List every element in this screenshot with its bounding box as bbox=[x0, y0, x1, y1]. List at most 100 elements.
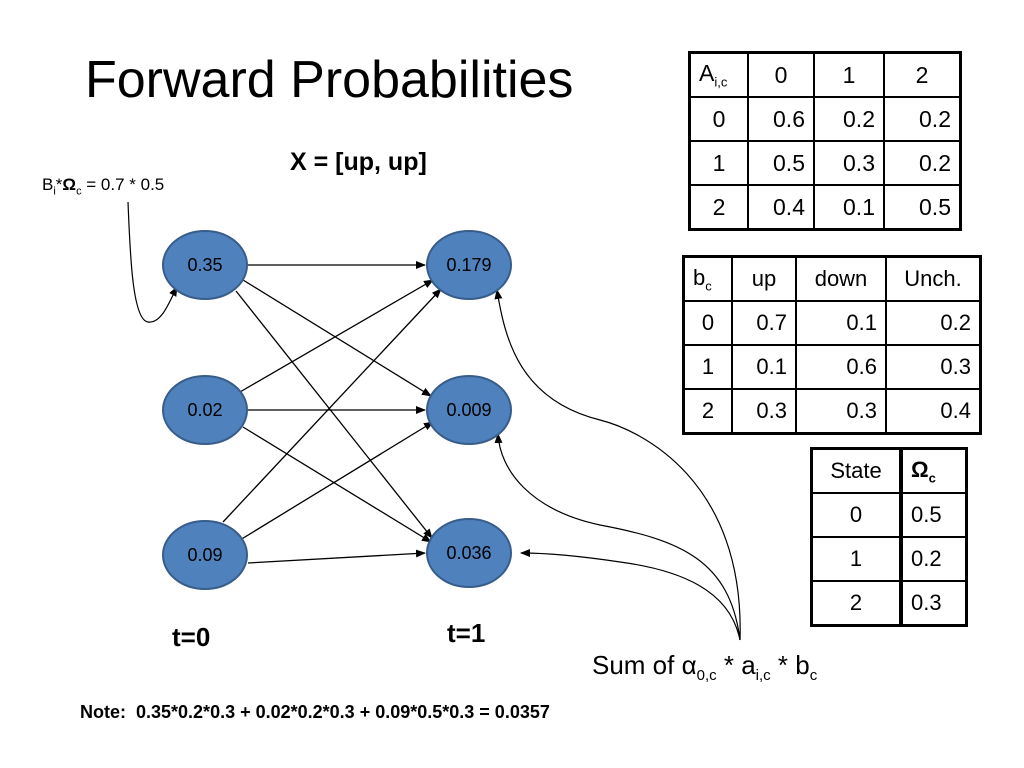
table-cell: 0.5 bbox=[900, 492, 968, 538]
sum-curve-to-t1-node2 bbox=[520, 549, 741, 641]
transition-edges bbox=[222, 261, 442, 564]
table-cell: 0.4 bbox=[747, 184, 815, 231]
node-t0-state2: 0.09 bbox=[162, 520, 248, 590]
sum-note: Sum of α0,c * ai,c * bc bbox=[592, 650, 817, 684]
node-t0-state0: 0.35 bbox=[162, 230, 248, 300]
b-subscript: i bbox=[53, 185, 56, 198]
sum-curve-to-t1-node0 bbox=[494, 289, 741, 641]
edge-1-2 bbox=[242, 426, 432, 543]
table-cell: 0.3 bbox=[731, 388, 797, 435]
table-cell: 0.5 bbox=[747, 140, 815, 186]
table-cell: 0.2 bbox=[883, 140, 962, 186]
row-header: 1 bbox=[682, 344, 733, 390]
table-cell: 0.2 bbox=[885, 300, 982, 346]
row-header: 1 bbox=[688, 140, 749, 186]
emission-calc-value: = 0.7 * 0.5 bbox=[81, 175, 165, 194]
row-header: 0 bbox=[682, 300, 733, 346]
sum-note-sub-alpha: 0,c bbox=[696, 667, 717, 685]
table-row: 1 0.2 bbox=[810, 536, 968, 582]
footnote-lead: Note: bbox=[80, 702, 126, 722]
row-header: 0 bbox=[688, 96, 749, 142]
annotation-curves bbox=[127, 201, 741, 641]
node-t0-state1: 0.02 bbox=[162, 375, 248, 445]
column-header: up bbox=[731, 255, 797, 302]
emission-calc-note: Bi*Ωc = 0.7 * 0.5 bbox=[42, 175, 164, 197]
table-cell: 0.2 bbox=[883, 96, 962, 142]
sum-note-a: * a bbox=[716, 650, 756, 680]
edge-2-1 bbox=[239, 421, 434, 541]
slide-title: Forward Probabilities bbox=[85, 51, 574, 109]
node-value: 0.179 bbox=[446, 255, 491, 275]
transition-matrix-table: Ai,c 0 1 2 0 0.6 0.2 0.2 1 0.5 0.3 0.2 2… bbox=[688, 51, 962, 231]
edge-1-0 bbox=[239, 279, 434, 393]
table-cell: 0.1 bbox=[731, 344, 797, 390]
table-cell: 0.6 bbox=[795, 344, 887, 390]
omega-symbol: Ω bbox=[62, 175, 77, 194]
table-cell: 0.2 bbox=[813, 96, 885, 142]
row-header: 1 bbox=[810, 536, 903, 582]
table-corner: Ai,c bbox=[688, 51, 749, 98]
table-header-row: State Ωc bbox=[810, 447, 968, 494]
table-row: 1 0.1 0.6 0.3 bbox=[682, 344, 982, 390]
column-header-omega: Ωc bbox=[900, 447, 968, 494]
sum-note-alpha: Sum of α bbox=[592, 650, 697, 680]
emission-note-curve bbox=[127, 201, 178, 323]
node-value: 0.35 bbox=[187, 255, 222, 275]
table-cell: 0.4 bbox=[885, 388, 982, 435]
b-symbol: B bbox=[42, 175, 54, 194]
table-header-row: bc up down Unch. bbox=[682, 255, 982, 302]
table-row: 0 0.6 0.2 0.2 bbox=[688, 96, 962, 142]
column-header: down bbox=[795, 255, 887, 302]
edge-0-2 bbox=[235, 290, 433, 539]
column-header: State bbox=[810, 447, 903, 494]
table-cell: 0.1 bbox=[813, 184, 885, 231]
node-value: 0.02 bbox=[187, 400, 222, 420]
table-row: 0 0.5 bbox=[810, 492, 968, 538]
edge-2-2 bbox=[247, 549, 426, 564]
column-header: 2 bbox=[883, 51, 962, 98]
row-header: 2 bbox=[688, 184, 749, 231]
footnote: Note: 0.35*0.2*0.3 + 0.02*0.2*0.3 + 0.09*… bbox=[80, 702, 550, 723]
node-value: 0.09 bbox=[187, 545, 222, 565]
node-value: 0.009 bbox=[446, 400, 491, 420]
table-cell: 0.3 bbox=[885, 344, 982, 390]
node-value: 0.036 bbox=[446, 543, 491, 563]
table-row: 1 0.5 0.3 0.2 bbox=[688, 140, 962, 186]
table-row: 2 0.3 bbox=[810, 580, 968, 627]
footnote-text: 0.35*0.2*0.3 + 0.02*0.2*0.3 + 0.09*0.5*0… bbox=[136, 702, 550, 722]
omega-subscript: c bbox=[76, 185, 82, 198]
node-t1-state1: 0.009 bbox=[426, 375, 512, 445]
row-header: 0 bbox=[810, 492, 903, 538]
times-symbol: * bbox=[55, 175, 63, 194]
column-header: 0 bbox=[747, 51, 815, 98]
table-cell: 0.2 bbox=[900, 536, 968, 582]
table-cell: 0.7 bbox=[731, 300, 797, 346]
table-cell: 0.3 bbox=[900, 580, 968, 627]
observation-sequence: X = [up, up] bbox=[290, 148, 427, 176]
table-corner: bc bbox=[682, 255, 733, 302]
edge-2-0 bbox=[222, 288, 442, 523]
nodes-t1: 0.179 0.009 0.036 bbox=[426, 230, 512, 588]
table-cell: 0.6 bbox=[747, 96, 815, 142]
table-header-row: Ai,c 0 1 2 bbox=[688, 51, 962, 98]
row-header: 2 bbox=[682, 388, 733, 435]
column-header: 1 bbox=[813, 51, 885, 98]
table-row: 2 0.4 0.1 0.5 bbox=[688, 184, 962, 231]
table-cell: 0.3 bbox=[813, 140, 885, 186]
edge-0-1 bbox=[242, 279, 432, 397]
table-cell: 0.3 bbox=[795, 388, 887, 435]
table-row: 2 0.3 0.3 0.4 bbox=[682, 388, 982, 435]
row-header: 2 bbox=[810, 580, 903, 627]
nodes-t0: 0.35 0.02 0.09 bbox=[162, 230, 248, 590]
node-t1-state0: 0.179 bbox=[426, 230, 512, 300]
sum-note-b: * b bbox=[770, 650, 810, 680]
node-t1-state2: 0.036 bbox=[426, 518, 512, 588]
initial-probability-table: State Ωc 0 0.5 1 0.2 2 0.3 bbox=[810, 447, 968, 627]
time-label-t1: t=1 bbox=[447, 618, 486, 648]
table-cell: 0.1 bbox=[795, 300, 887, 346]
column-header: Unch. bbox=[885, 255, 982, 302]
sum-note-sub-a: i,c bbox=[755, 667, 771, 685]
emission-table: bc up down Unch. 0 0.7 0.1 0.2 1 0.1 0.6… bbox=[682, 255, 982, 435]
time-label-t0: t=0 bbox=[172, 622, 211, 652]
